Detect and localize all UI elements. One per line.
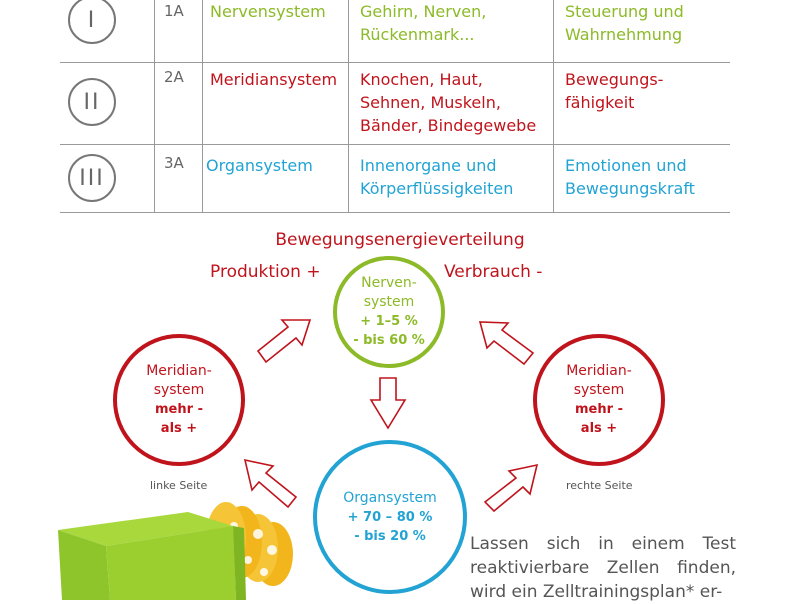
- arrow-up-left-icon: [478, 321, 535, 366]
- meridian-right-circle: Meridian- system mehr - als +: [533, 334, 665, 466]
- row-code: 1A: [164, 2, 184, 20]
- circle-value: mehr -: [575, 402, 623, 417]
- product-image: [58, 502, 293, 600]
- organ-system-circle: Organsystem + 70 – 80 % - bis 20 %: [313, 440, 467, 594]
- system-name: Organsystem: [206, 156, 313, 175]
- numeral-badge: I: [68, 0, 116, 44]
- arrow-up-right-icon: [483, 463, 539, 513]
- arrow-up-left-icon: [243, 458, 298, 509]
- system-parts: Innenorgane und Körperflüssigkeiten: [360, 156, 514, 198]
- circle-label: Meridian-: [146, 363, 212, 379]
- arrow-up-right-icon: [256, 319, 312, 364]
- nervous-system-circle: Nerven- system + 1–5 % - bis 60 %: [333, 256, 445, 368]
- circle-value: - bis 60 %: [353, 333, 425, 348]
- circle-value: mehr -: [155, 402, 203, 417]
- meridian-left-circle: Meridian- system mehr - als +: [113, 334, 245, 466]
- body-paragraph: Lassen sich in einem Test reaktivierbare…: [470, 534, 736, 602]
- circle-value: + 1–5 %: [360, 314, 418, 329]
- table-row: I 1A Nervensystem Gehirn, Nerven, Rücken…: [60, 0, 730, 63]
- row-code: 2A: [164, 68, 184, 86]
- system-parts: Gehirn, Nerven, Rückenmark...: [360, 2, 487, 44]
- system-function: Bewegungs- fähigkeit: [565, 70, 664, 112]
- left-side-label: linke Seite: [150, 479, 208, 492]
- system-parts: Knochen, Haut, Sehnen, Muskeln, Bänder, …: [360, 70, 537, 135]
- circle-label: Meridian-: [566, 363, 632, 379]
- circle-value: als +: [580, 421, 618, 436]
- numeral-badge: II: [68, 78, 116, 126]
- circle-value: + 70 – 80 %: [347, 509, 433, 525]
- circle-label: Organsystem: [343, 489, 437, 506]
- row-code: 3A: [164, 154, 184, 172]
- circle-label: Nerven-: [361, 275, 417, 291]
- system-name: Nervensystem: [210, 2, 326, 21]
- right-side-label: rechte Seite: [566, 479, 633, 492]
- circle-value: als +: [160, 421, 198, 436]
- table-row: III 3A Organsystem Innenorgane und Körpe…: [60, 144, 730, 213]
- circle-label: system: [153, 382, 205, 398]
- circle-label: system: [363, 294, 415, 310]
- system-function: Steuerung und Wahrnehmung: [565, 2, 684, 44]
- arrow-down-icon: [369, 377, 407, 430]
- circle-label: system: [573, 382, 625, 398]
- production-label: Produktion +: [210, 262, 321, 282]
- numeral-badge: III: [68, 154, 116, 202]
- system-function: Emotionen und Bewegungskraft: [565, 156, 695, 198]
- consumption-label: Verbrauch -: [444, 262, 543, 282]
- diagram-title: Bewegungsenergieverteilung: [275, 230, 525, 250]
- system-name: Meridiansystem: [210, 70, 338, 89]
- circle-value: - bis 20 %: [354, 528, 426, 544]
- table-row: II 2A Meridiansystem Knochen, Haut, Sehn…: [60, 62, 730, 145]
